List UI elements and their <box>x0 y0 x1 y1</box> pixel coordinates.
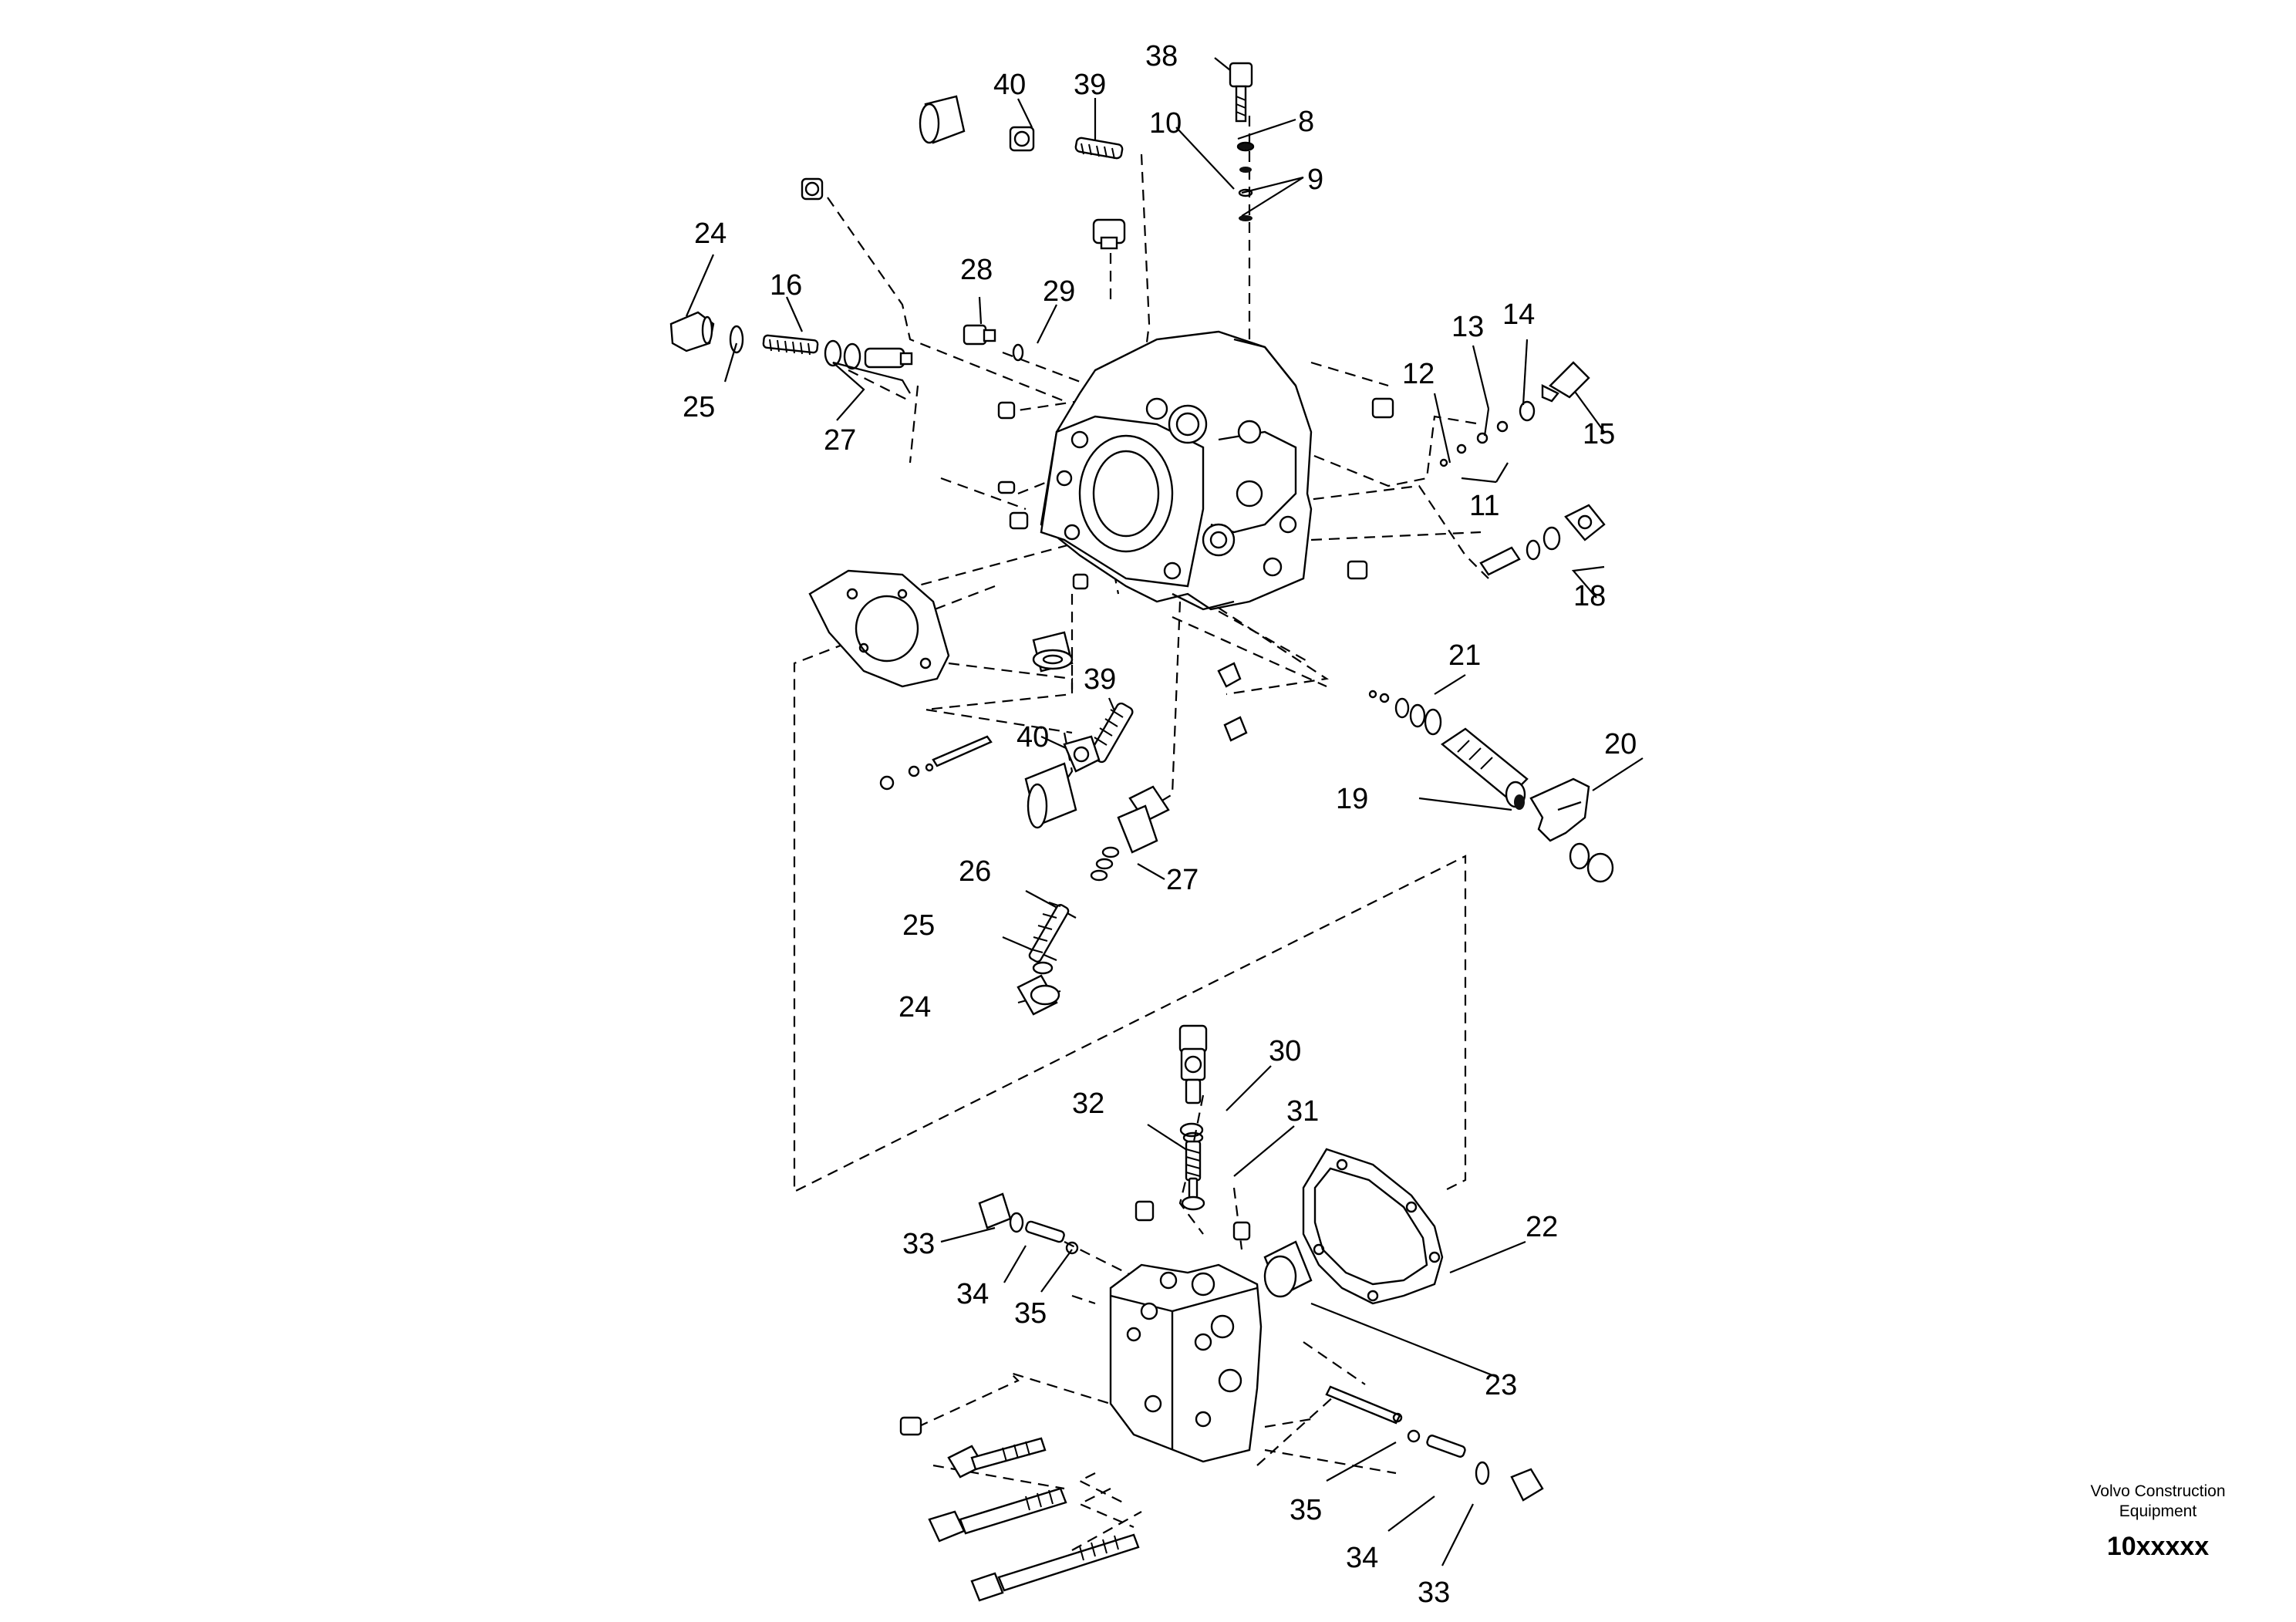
callout-13: 13 <box>1451 311 1484 343</box>
bolt-38 <box>1229 62 1253 123</box>
oring-25-left <box>729 325 744 354</box>
spring-16 <box>762 334 819 356</box>
callout-23: 23 <box>1485 1369 1517 1401</box>
callout-39: 39 <box>1084 663 1116 696</box>
valve-30-31-32 <box>1178 1024 1208 1211</box>
plug-40-mid <box>1063 735 1101 773</box>
footer-company: Volvo Construction <box>2090 1482 2225 1500</box>
screws-block <box>899 1416 1140 1602</box>
main-housing <box>1040 330 1313 611</box>
callout-34: 34 <box>1346 1542 1378 1574</box>
callout-10: 10 <box>1149 107 1182 140</box>
cover-gasket <box>1302 1148 1444 1305</box>
callout-34: 34 <box>956 1278 989 1310</box>
lower-valve-block <box>1109 1263 1263 1463</box>
callout-12: 12 <box>1402 358 1435 390</box>
plug-40-top <box>1009 126 1035 152</box>
callout-31: 31 <box>1286 1095 1319 1128</box>
callout-35: 35 <box>1014 1297 1047 1330</box>
callout-27: 27 <box>1166 864 1199 896</box>
valve-assembly-21 <box>1368 690 1442 736</box>
callout-20: 20 <box>1604 728 1637 760</box>
plug-mid-right <box>1347 560 1368 580</box>
callout-16: 16 <box>770 269 802 302</box>
callout-28: 28 <box>960 254 993 286</box>
fitting-18 <box>1479 504 1606 576</box>
lever-20 <box>1529 777 1614 883</box>
washer-35-upper <box>1065 1241 1079 1255</box>
callout-15: 15 <box>1583 418 1615 450</box>
spool-19 <box>1440 727 1529 810</box>
plug-upper-left <box>801 177 824 201</box>
washer-35-lower <box>1407 1429 1421 1443</box>
plug-33-lower <box>1510 1468 1544 1502</box>
spring-26 <box>1028 902 1070 963</box>
callout-29: 29 <box>1043 275 1075 308</box>
valve-27-lower <box>1090 785 1170 882</box>
plugs-block-top <box>1135 1200 1251 1241</box>
spring-39-mid <box>1089 702 1134 764</box>
callout-27: 27 <box>824 424 856 457</box>
callout-19: 19 <box>1336 783 1368 815</box>
callout-21: 21 <box>1448 639 1481 672</box>
footer-company-line2: Equipment <box>2119 1502 2197 1520</box>
plugs-lower-center <box>1217 662 1248 742</box>
callout-8: 8 <box>1298 106 1314 138</box>
callout-9: 9 <box>1307 164 1323 196</box>
plug-upper-right <box>1371 397 1394 419</box>
assembly-dashed-lines <box>793 116 1489 1551</box>
callout-24: 24 <box>694 218 727 250</box>
valve-27-upper <box>824 339 913 370</box>
callout-40: 40 <box>1017 721 1049 754</box>
oring-25-lower <box>1032 961 1054 975</box>
callout-33: 33 <box>1418 1576 1450 1609</box>
spring-34-lower <box>1426 1435 1466 1458</box>
pin-mid-left <box>879 735 993 791</box>
callout-40: 40 <box>993 69 1026 101</box>
orings-8-9-10 <box>1236 141 1255 221</box>
callout-14: 14 <box>1502 298 1535 331</box>
callout-33: 33 <box>902 1228 935 1260</box>
fitting-15 <box>1541 361 1590 403</box>
spring-34-upper <box>1025 1220 1065 1243</box>
plug-center-top <box>1092 218 1126 250</box>
callout-25: 25 <box>902 909 935 942</box>
callout-32: 32 <box>1072 1088 1104 1120</box>
oring-29 <box>1012 343 1024 362</box>
callout-38: 38 <box>1145 40 1178 73</box>
cap-mid <box>1024 762 1077 829</box>
callout-35: 35 <box>1290 1494 1322 1526</box>
footer-drawing-code: 10xxxxx <box>2107 1532 2209 1561</box>
pin-block-right <box>1325 1385 1403 1425</box>
callout-18: 18 <box>1573 580 1606 612</box>
callout-24: 24 <box>899 991 931 1023</box>
callout-11: 11 <box>1469 490 1499 522</box>
callout-30: 30 <box>1269 1035 1301 1067</box>
footer-block: Volvo Construction Equipment 10xxxxx <box>2090 1482 2225 1561</box>
orings-11-14 <box>1439 400 1536 467</box>
bushing <box>1263 1240 1313 1298</box>
callout-22: 22 <box>1526 1211 1558 1243</box>
oring-33-lower <box>1475 1461 1490 1485</box>
small-plugs-housing-left <box>997 401 1089 590</box>
plug-28 <box>963 324 996 346</box>
plug-33-upper <box>978 1192 1024 1233</box>
plug-cap-top <box>919 95 966 144</box>
callout-39: 39 <box>1074 69 1106 101</box>
cap-24-left <box>669 311 715 352</box>
plug-24-lower <box>1017 974 1060 1016</box>
callout-26: 26 <box>959 855 991 888</box>
housing-gasket <box>808 569 950 688</box>
plug-mid-center <box>1032 631 1074 673</box>
callout-labels: 38 40 39 10 8 9 24 16 28 29 25 27 13 14 … <box>683 40 1637 1609</box>
callout-25: 25 <box>683 391 715 423</box>
spring-39-top <box>1074 137 1124 160</box>
